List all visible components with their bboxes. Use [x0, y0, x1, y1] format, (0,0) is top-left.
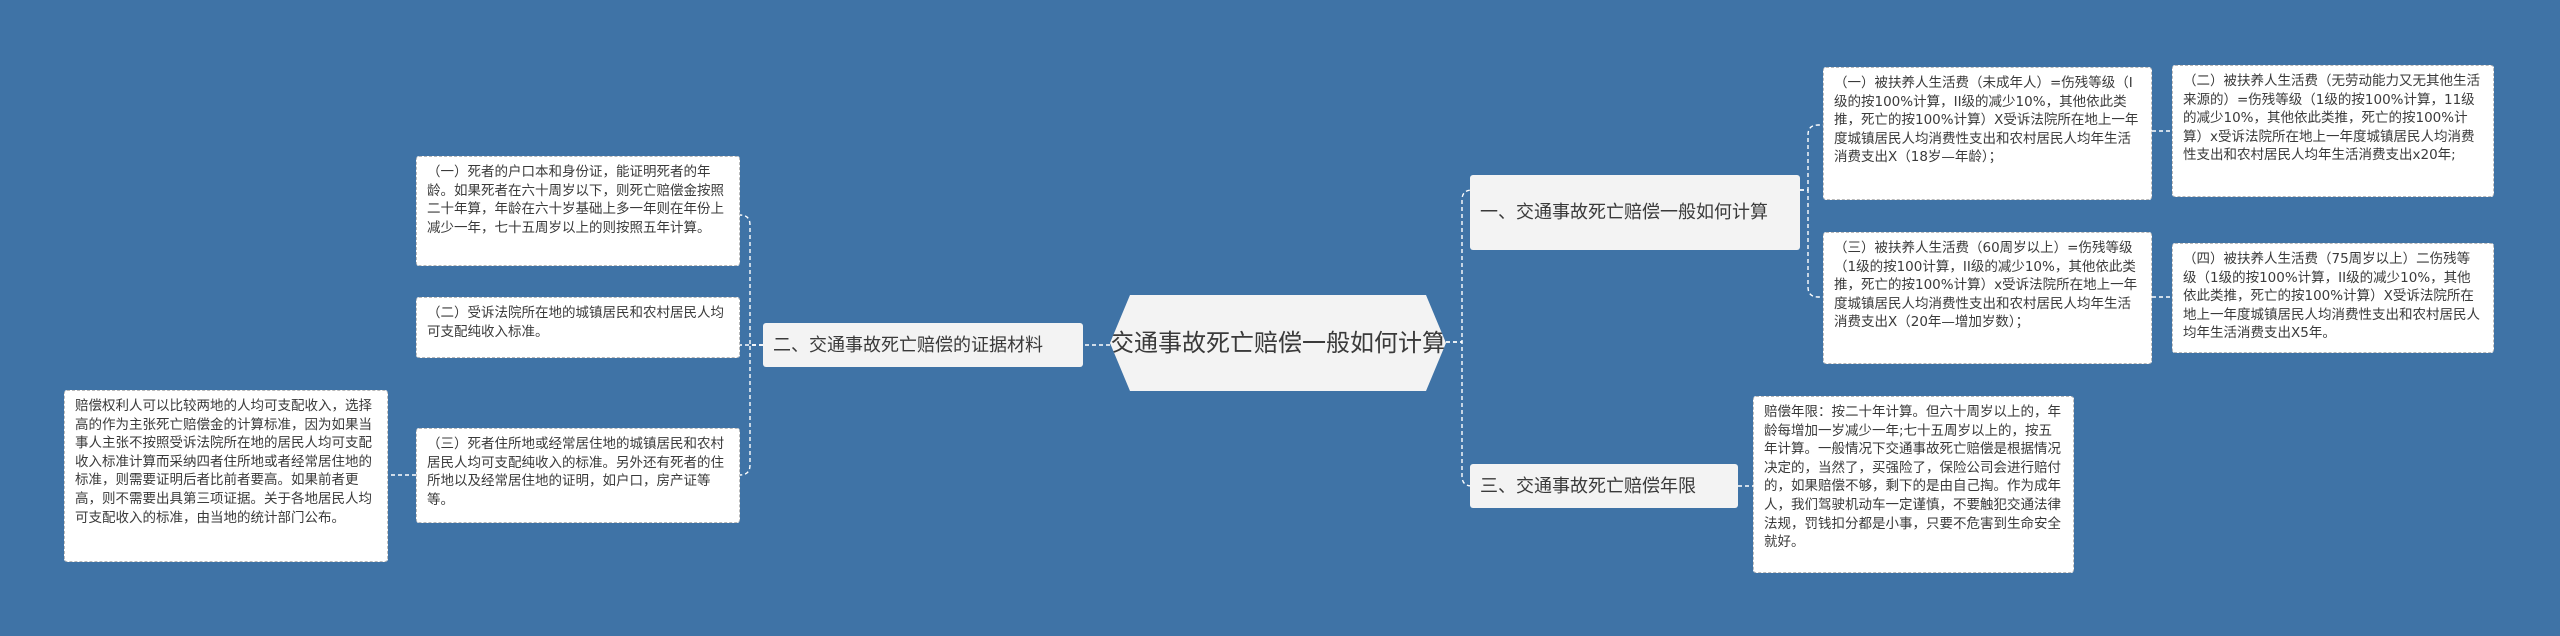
leaf-dependent-over-75[interactable]: （四）被扶养人生活费（75周岁以上）二伤残等级（1级的按100%计算，II级的减… — [2172, 243, 2494, 353]
leaf-evidence-household-register[interactable]: （一）死者的户口本和身份证，能证明死者的年龄。如果死者在六十周岁以下，则死亡赔偿… — [416, 156, 740, 266]
branch-compensation-period[interactable]: 三、交通事故死亡赔偿年限 — [1470, 464, 1738, 508]
leaf-evidence-income-comparison[interactable]: 赔偿权利人可以比较两地的人均可支配收入，选择高的作为主张死亡赔偿金的计算标准，因… — [64, 390, 388, 562]
root-topic-title: 交通事故死亡赔偿一般如何计算 — [1110, 329, 1446, 357]
branch-evidence-materials[interactable]: 二、交通事故死亡赔偿的证据材料 — [763, 323, 1083, 367]
leaf-compensation-period-detail[interactable]: 赔偿年限：按二十年计算。但六十周岁以上的，年龄每增加一岁减少一年;七十五周岁以上… — [1753, 396, 2074, 573]
leaf-evidence-residence[interactable]: （三）死者住所地或经常居住地的城镇居民和农村居民人均可支配纯收入的标准。另外还有… — [416, 428, 740, 523]
branch-evidence-materials-title: 二、交通事故死亡赔偿的证据材料 — [773, 334, 1043, 356]
branch-compensation-period-title: 三、交通事故死亡赔偿年限 — [1480, 475, 1696, 497]
leaf-dependent-over-60[interactable]: （三）被扶养人生活费（60周岁以上）=伤残等级（1级的按100计算，II级的减少… — [1823, 232, 2152, 364]
leaf-dependent-no-income[interactable]: （二）被扶养人生活费（无劳动能力又无其他生活来源的）=伤残等级（1级的按100%… — [2172, 65, 2494, 197]
leaf-dependent-minor[interactable]: （一）被扶养人生活费（未成年人）=伤残等级（I级的按100%计算，II级的减少1… — [1823, 67, 2152, 200]
branch-calculation[interactable]: 一、交通事故死亡赔偿一般如何计算 — [1470, 175, 1800, 250]
root-topic[interactable]: 交通事故死亡赔偿一般如何计算 — [1110, 295, 1446, 391]
leaf-evidence-income-standard[interactable]: （二）受诉法院所在地的城镇居民和农村居民人均可支配纯收入标准。 — [416, 297, 740, 358]
branch-calculation-title: 一、交通事故死亡赔偿一般如何计算 — [1480, 202, 1768, 223]
